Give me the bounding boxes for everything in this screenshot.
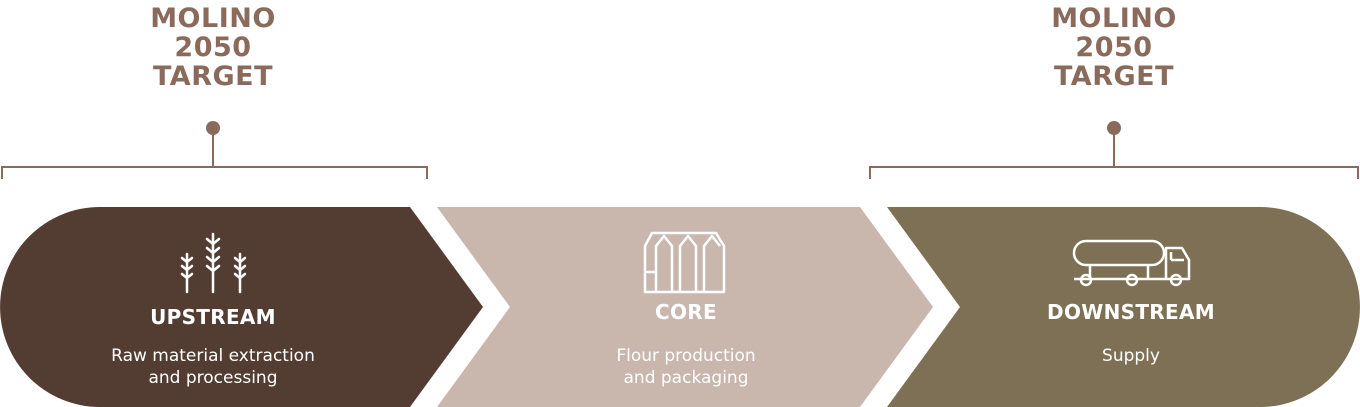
target-line: 2050 xyxy=(174,32,252,63)
desc-line: Flour production xyxy=(616,346,756,366)
target-label-upstream: MOLINO 2050 TARGET xyxy=(103,4,323,91)
target-line: TARGET xyxy=(1053,61,1175,92)
wheat-icon xyxy=(180,232,247,294)
desc-line: Supply xyxy=(1102,346,1160,366)
bracket-upstream xyxy=(1,128,428,179)
stage-title-upstream: UPSTREAM xyxy=(150,305,276,329)
bracket-downstream xyxy=(869,128,1359,179)
stage-title-core: CORE xyxy=(655,300,717,324)
stage-shape-core xyxy=(437,207,933,407)
bracket-dot xyxy=(1107,121,1121,135)
silo-icon xyxy=(643,231,726,294)
tanker-truck-icon xyxy=(1072,239,1191,287)
target-line: 2050 xyxy=(1075,32,1153,63)
stage-title-downstream: DOWNSTREAM xyxy=(1047,300,1215,324)
stage-desc-upstream: Raw material extraction and processing xyxy=(73,345,353,389)
target-line: MOLINO xyxy=(1051,3,1177,34)
desc-line: and packaging xyxy=(623,368,749,388)
target-label-downstream: MOLINO 2050 TARGET xyxy=(1004,4,1224,91)
target-line: TARGET xyxy=(152,61,274,92)
stage-shape-downstream xyxy=(887,207,1360,407)
stage-desc-core: Flour production and packaging xyxy=(546,345,826,389)
bracket-dot xyxy=(206,121,220,135)
stage-shape-upstream xyxy=(0,207,483,407)
stage-desc-downstream: Supply xyxy=(991,345,1271,367)
desc-line: Raw material extraction xyxy=(111,346,315,366)
desc-line: and processing xyxy=(148,368,278,388)
target-line: MOLINO xyxy=(150,3,276,34)
